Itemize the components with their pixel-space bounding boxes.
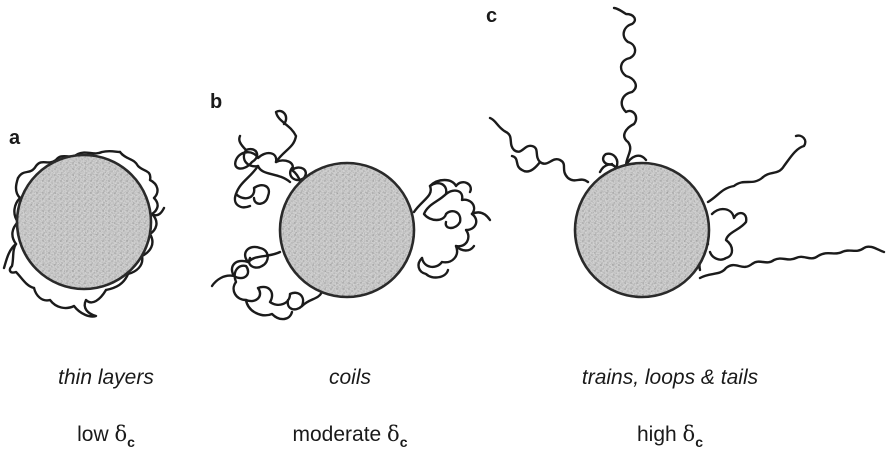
panel-c-graphic	[490, 8, 884, 297]
panel-b-graphic	[212, 111, 490, 319]
panel-b-thickness-caption: moderate δc	[270, 422, 430, 448]
panel-b-thickness-level: moderate	[292, 423, 381, 446]
panel-a-thickness-caption: low δc	[36, 422, 176, 448]
panel-b-thickness-symbol: δ	[387, 422, 400, 446]
panel-b-thickness-subscript: c	[400, 434, 408, 450]
panel-c-thickness-caption: high δc	[600, 422, 740, 448]
panel-a-thickness-subscript: c	[127, 434, 135, 450]
panel-b-conformation-caption: coils	[290, 366, 410, 390]
panel-a-graphic	[4, 151, 164, 316]
panel-a-conformation-caption: thin layers	[26, 366, 186, 390]
panel-b-letter: b	[210, 92, 222, 112]
panel-a-letter: a	[9, 128, 20, 148]
panel-c-thickness-level: high	[637, 423, 677, 446]
panel-c-thickness-subscript: c	[695, 434, 703, 450]
panel-c-thickness-symbol: δ	[683, 422, 696, 446]
panel-c-conformation-caption: trains, loops & tails	[540, 366, 800, 390]
panel-a-thickness-level: low	[77, 423, 109, 446]
panel-c-letter: c	[486, 6, 497, 26]
panel-a-thickness-symbol: δ	[114, 422, 127, 446]
